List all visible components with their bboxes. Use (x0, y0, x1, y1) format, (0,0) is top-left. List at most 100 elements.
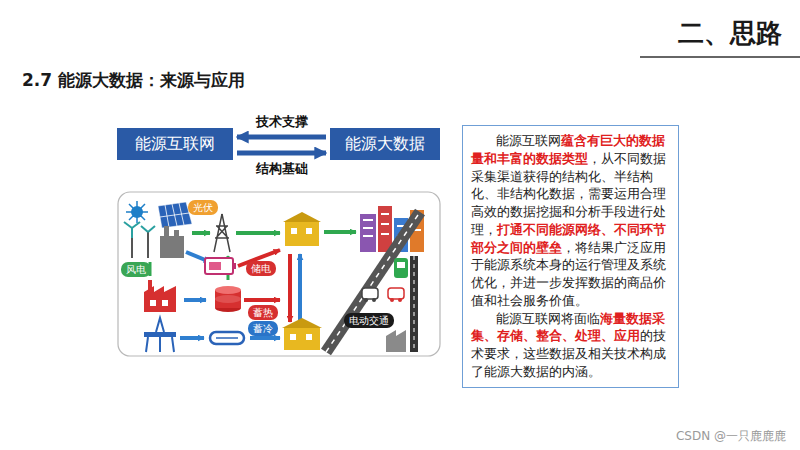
oil-platform (144, 318, 176, 352)
power-tower (214, 214, 230, 252)
flow-arrows-blue (298, 254, 302, 322)
flow-arrows-green (150, 232, 356, 276)
plant-chimney (164, 226, 169, 238)
flow-arrows-green (192, 231, 210, 235)
plant-chimney (174, 230, 179, 238)
building-top (291, 228, 297, 234)
section-header: 二、思路 (678, 16, 782, 51)
flow-arrows-blue (250, 336, 280, 340)
node-text: 蓄冷 (253, 322, 273, 335)
train-icon (397, 262, 405, 268)
sun-icon (126, 201, 148, 223)
car-icons (390, 298, 394, 302)
building-top (283, 212, 321, 222)
car-icons (388, 288, 404, 299)
battery-icon (209, 262, 221, 270)
edge-label: 结构基础 (256, 160, 308, 178)
factory-icon (144, 280, 176, 312)
city-buildings (378, 206, 392, 252)
factory-icon (148, 280, 152, 290)
flow-arrows-red (244, 298, 280, 302)
building-top (306, 228, 312, 234)
paragraph: 能源互联网将面临海量数据采集、存储、整合、处理、应用的技术要求，这些数据及相关技… (471, 310, 670, 381)
header-rule (640, 57, 800, 58)
tag-label: 电动交通 (344, 313, 394, 328)
building-bottom (284, 328, 320, 350)
building-top (283, 212, 321, 246)
oil-platform (146, 337, 174, 352)
battery-icon (205, 258, 236, 274)
flow-arrows-green (236, 231, 280, 235)
cold-storage-tank (210, 332, 244, 344)
road (326, 212, 420, 352)
battery-icon (233, 263, 236, 269)
sun-icon (126, 201, 148, 223)
building-bottom (282, 318, 322, 350)
heat-storage-discs (215, 295, 241, 303)
flow-arrow (237, 151, 326, 156)
text-panel: 能源互联网蕴含有巨大的数据量和丰富的数据类型，从不同数据采集渠道获得的结构化、半… (462, 125, 679, 388)
road (326, 212, 420, 352)
node-text: 电动交通 (349, 314, 389, 327)
flow-arrows-blue (180, 336, 204, 340)
body-text: 能源互联网 (496, 133, 561, 148)
flow-arrows-green (324, 230, 356, 234)
train-icon (394, 258, 408, 278)
body-text: 能源互联网将面临 (496, 311, 600, 326)
wind-turbine (124, 222, 155, 258)
wind-turbine (124, 222, 155, 238)
paragraph: 能源互联网蕴含有巨大的数据量和丰富的数据类型，从不同数据采集渠道获得的结构化、半… (471, 132, 670, 310)
power-tower (214, 214, 230, 252)
cold-storage-tank (210, 332, 244, 344)
factory-grey (386, 330, 406, 352)
edge-label: 技术支撑 (256, 113, 308, 131)
node-text: 蓄热 (253, 306, 273, 319)
slide-title: 2.7 能源大数据：来源与应用 (22, 69, 245, 92)
road (414, 256, 415, 352)
plant-chimney (160, 226, 184, 258)
building-bottom (290, 334, 296, 340)
concept-box: 能源大数据 (330, 128, 440, 160)
node-text: 储电 (251, 262, 271, 275)
building-bottom (306, 334, 312, 340)
road (410, 256, 418, 352)
battery-icon (205, 258, 233, 274)
illustration-panel (118, 192, 440, 356)
header-rule (640, 56, 800, 58)
concept-box: 能源互联网 (117, 128, 233, 160)
road (326, 212, 420, 352)
building-bottom (282, 318, 322, 328)
tag-label: 蓄冷 (248, 321, 278, 336)
building-top (285, 222, 319, 246)
factory-grey (386, 330, 406, 352)
node-text: 能源互联网 (135, 134, 215, 155)
node-text: 能源大数据 (345, 134, 425, 155)
flow-arrows-red (228, 250, 290, 322)
solar-panel (158, 202, 192, 228)
wind-turbine (147, 232, 149, 258)
node-text: 风电 (126, 263, 146, 276)
flow-arrows-red (288, 254, 292, 322)
car-icons (372, 298, 376, 302)
car-icons (362, 288, 378, 299)
oil-platform (156, 318, 164, 332)
car-icons (364, 298, 368, 302)
cold-storage-tank (216, 337, 238, 339)
solar-panel (160, 203, 189, 227)
heat-storage-discs (215, 286, 241, 312)
factory-icon (162, 300, 168, 306)
oil-platform (144, 332, 176, 337)
tag-label: 风电 (121, 262, 151, 277)
solar-panel (158, 202, 192, 228)
node-text: 光伏 (193, 201, 213, 214)
illustration-panel (118, 192, 440, 356)
tag-label: 光伏 (188, 200, 218, 215)
tag-label: 蓄热 (248, 305, 278, 320)
factory-icon (150, 300, 156, 306)
train-icon (394, 258, 408, 278)
car-icons (398, 298, 402, 302)
watermark: CSDN @一只鹿鹿鹿 (676, 428, 786, 445)
plant-chimney (160, 236, 184, 258)
